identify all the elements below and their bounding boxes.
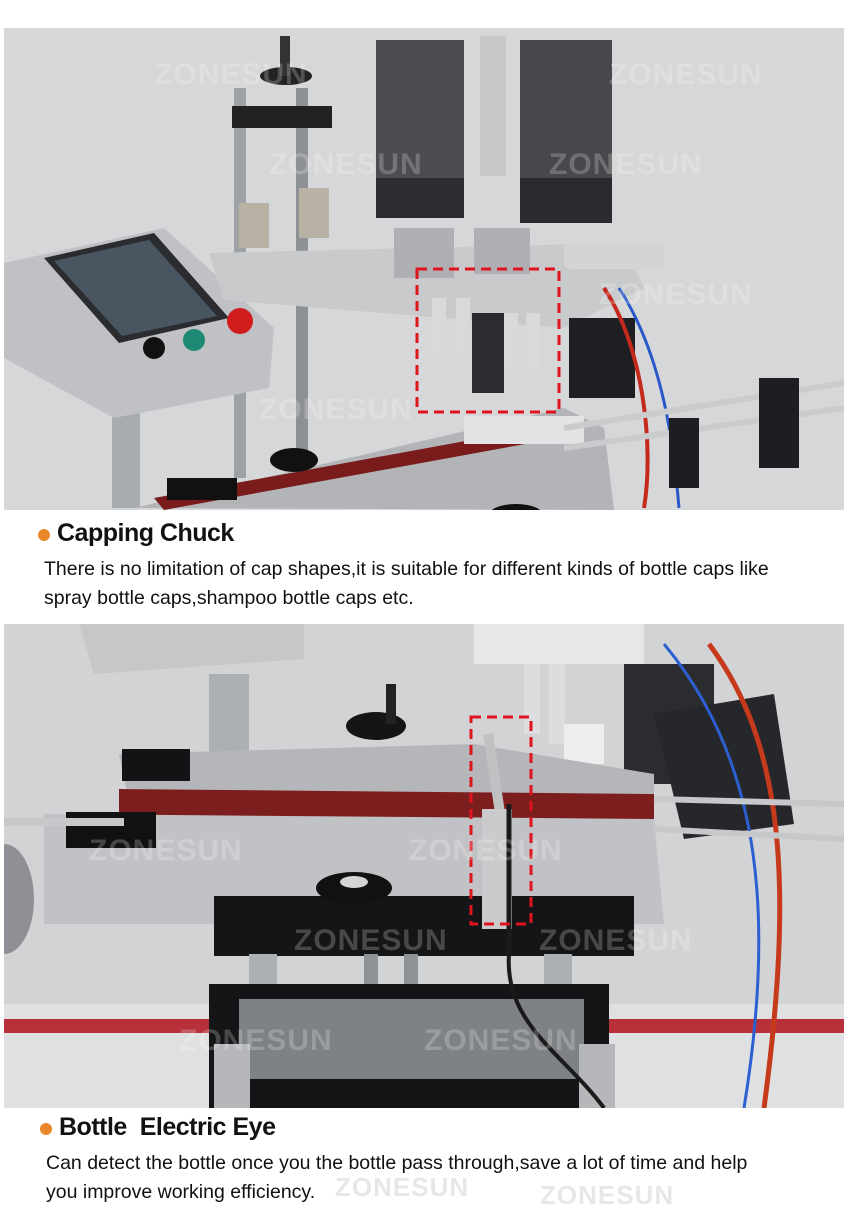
capping-machine-illustration	[4, 28, 844, 510]
watermark-text: ZONESUN	[539, 924, 693, 957]
watermark-text: ZONESUN	[259, 393, 413, 426]
description-line: spray bottle caps,shampoo bottle caps et…	[44, 587, 414, 609]
watermark-text: ZONESUN	[294, 924, 448, 957]
watermark-text: ZONESUN	[549, 148, 703, 181]
description-line: you improve working efficiency.	[46, 1181, 316, 1203]
section-title-text: Capping Chuck	[57, 518, 234, 547]
section-description-capping-chuck: There is no limitation of cap shapes,it …	[44, 555, 834, 613]
section-title-text: Bottle Electric Eye	[59, 1112, 276, 1141]
watermark-text: ZONESUN	[540, 1180, 675, 1210]
electric-eye-photo: ZONESUN ZONESUN ZONESUN ZONESUN ZONESUN …	[4, 624, 844, 1108]
watermark-text: ZONESUN	[89, 834, 243, 867]
watermark-text: ZONESUN	[424, 1024, 578, 1057]
watermark-text: ZONESUN	[599, 278, 753, 311]
bullet-dot-icon	[38, 529, 50, 541]
section-title-capping-chuck: Capping Chuck	[38, 516, 234, 550]
section-title-electric-eye: Bottle Electric Eye	[40, 1110, 276, 1144]
description-line: Can detect the bottle once you the bottl…	[46, 1152, 748, 1174]
section-description-electric-eye: Can detect the bottle once you the bottl…	[46, 1149, 836, 1207]
description-line: There is no limitation of cap shapes,it …	[44, 558, 769, 580]
watermark-text: ZONESUN	[179, 1024, 333, 1057]
watermark-text: ZONESUN	[269, 148, 423, 181]
capping-chuck-photo: ZONESUN ZONESUN ZONESUN ZONESUN ZONESUN …	[4, 28, 844, 510]
watermark-text: ZONESUN	[335, 1172, 470, 1202]
bullet-dot-icon	[40, 1123, 52, 1135]
watermark-text: ZONESUN	[609, 58, 763, 91]
watermark-text: ZONESUN	[409, 834, 563, 867]
watermark-text: ZONESUN	[154, 58, 308, 91]
electric-eye-illustration	[4, 624, 844, 1108]
